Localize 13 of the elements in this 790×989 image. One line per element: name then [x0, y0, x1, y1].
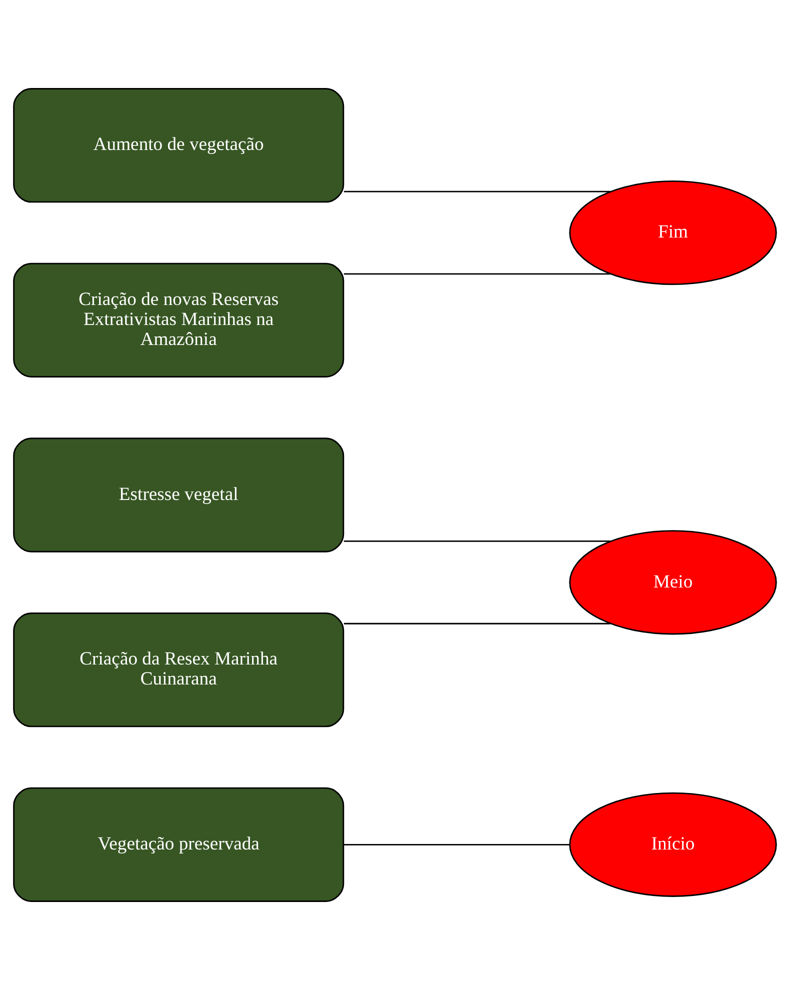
node-box: Aumento de vegetação	[13, 88, 344, 202]
node-ellipse: Início	[569, 792, 777, 896]
node-ellipse: Fim	[569, 180, 777, 285]
connector	[344, 843, 570, 845]
node-box: Criação da Resex Marinha Cuinarana	[13, 612, 344, 727]
connector	[344, 190, 610, 192]
connector	[344, 272, 610, 274]
connector	[344, 622, 610, 624]
node-box: Criação de novas Reservas Extrativistas Marinhas na Amazônia	[13, 262, 344, 377]
node-ellipse: Meio	[569, 530, 777, 634]
node-box: Vegetação preservada	[13, 786, 344, 902]
connector	[344, 540, 610, 542]
node-box: Estresse vegetal	[13, 437, 344, 552]
